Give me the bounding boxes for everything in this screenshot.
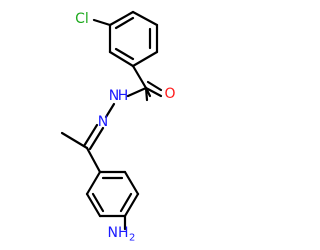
- ring-carbonyl-bond: [131, 64, 148, 90]
- oxygen-label: O: [164, 86, 175, 102]
- ring-bond: [131, 10, 159, 27]
- ring-double-bond: [114, 16, 135, 30]
- ring-bond: [108, 10, 135, 27]
- ring-double-bond: [114, 47, 135, 61]
- ring-bond: [85, 170, 102, 196]
- imine-n-label: N: [98, 114, 108, 130]
- ring-bond: [123, 192, 140, 218]
- c-cl-bond: [92, 18, 112, 27]
- amine-label: NH: [108, 225, 129, 241]
- ring-double-bond: [91, 192, 105, 213]
- ring-bond: [131, 50, 159, 68]
- imine-double-bond-a: [88, 126, 105, 151]
- ring-bond: [123, 170, 140, 196]
- molecule-drawing: Cl O N H N NH 2: [60, 10, 176, 244]
- c-o-double-bond-a: [144, 86, 163, 98]
- chlorophenyl-ring: [108, 10, 159, 68]
- chlorine-label: Cl: [75, 11, 89, 27]
- hydrazide-n-label: N: [109, 88, 119, 104]
- c-o-double-bond-b: [146, 80, 163, 92]
- imine-double-bond-b: [82, 123, 99, 148]
- hydrazide-h-label: H: [118, 88, 129, 104]
- n-n-bond: [104, 102, 116, 119]
- methyl-bond: [60, 131, 89, 150]
- c-n-bond: [126, 86, 148, 98]
- aminophenyl-ring: [85, 170, 140, 218]
- amine-subscript: 2: [129, 233, 135, 244]
- ring-bond: [85, 192, 102, 218]
- ring-double-bond: [119, 192, 133, 213]
- c-ring-bond: [85, 146, 102, 174]
- structure-diagram: Cl O N H N NH 2: [60, 10, 176, 244]
- ring-bond: [108, 50, 135, 68]
